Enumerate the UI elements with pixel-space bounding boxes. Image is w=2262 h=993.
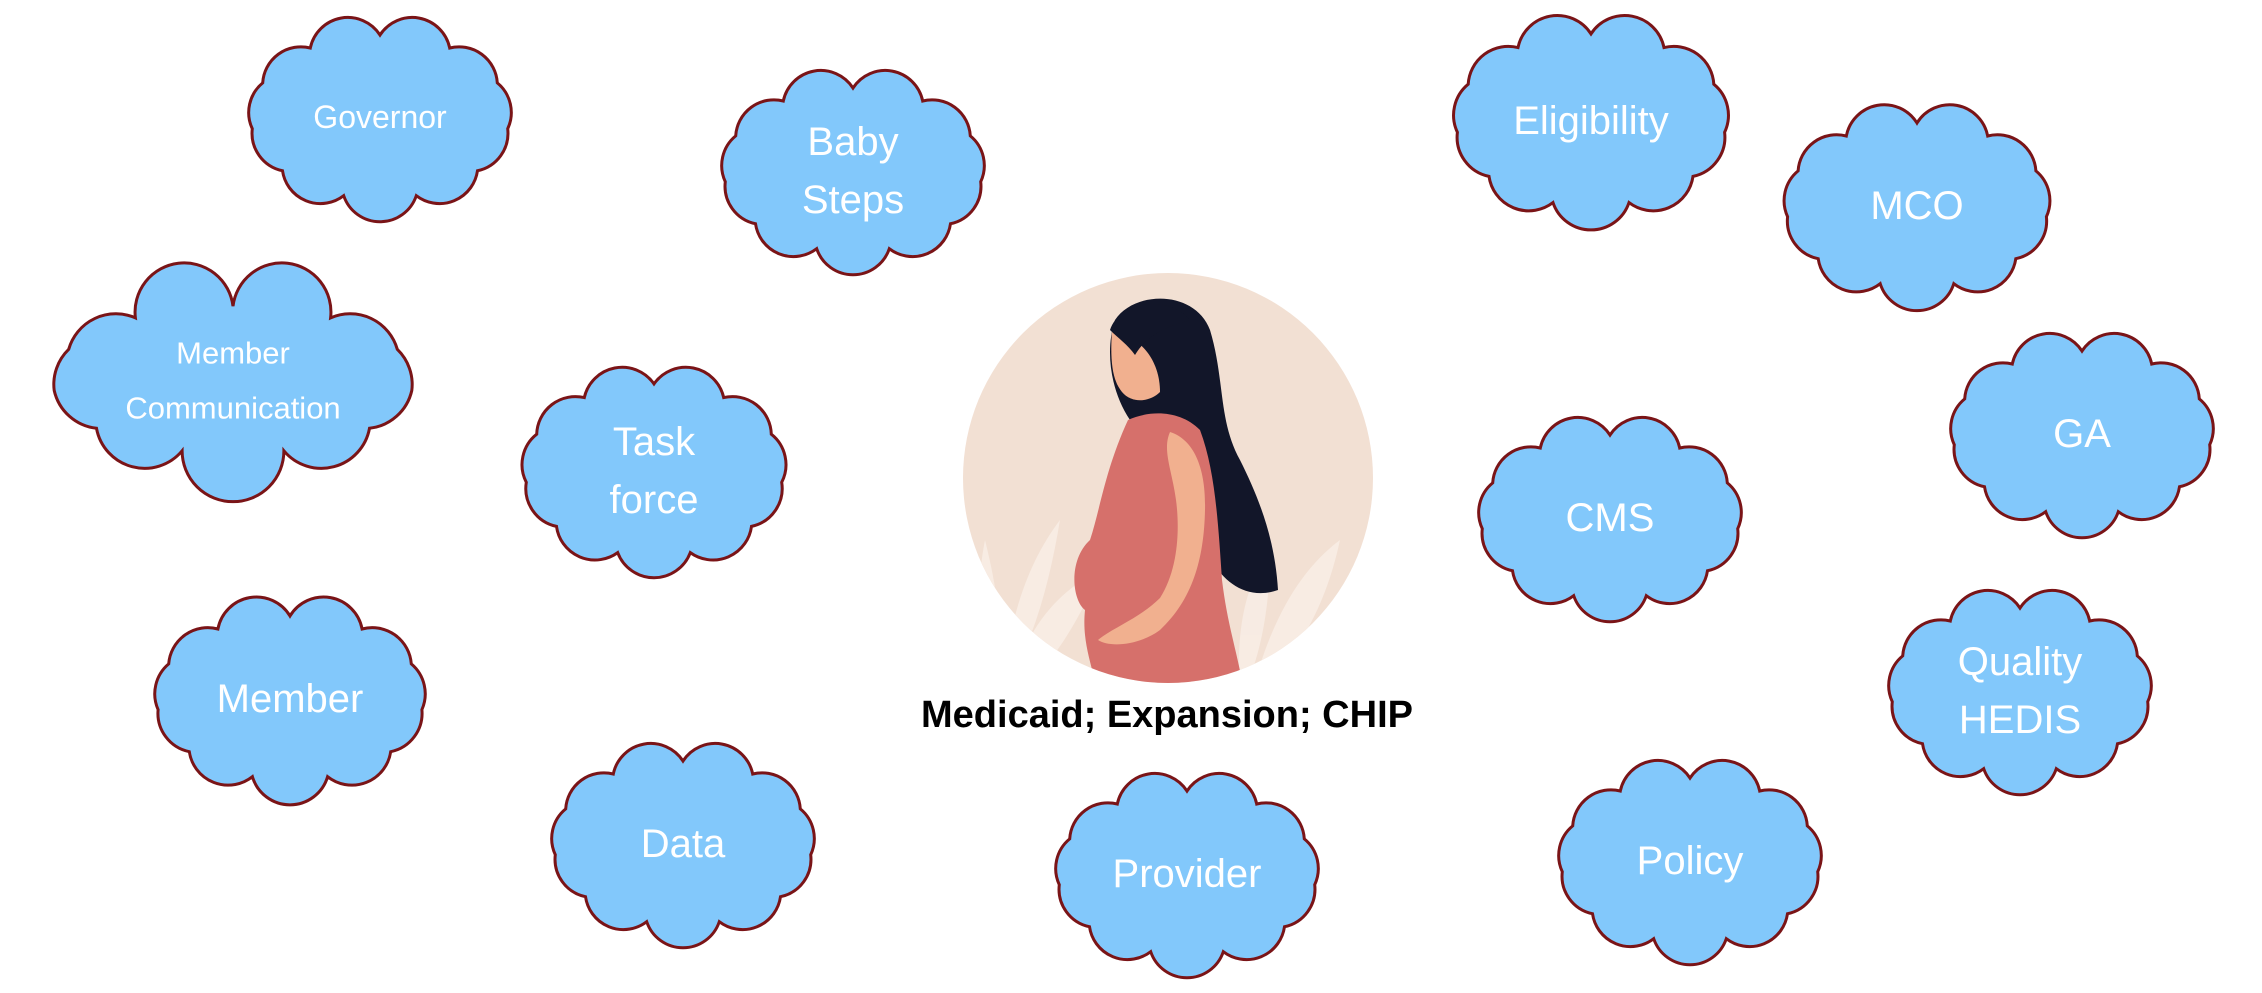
clouds-layer: GovernorBabyStepsEligibilityMCOMemberCom… (52, 14, 2215, 980)
cloud-label: Provider (1113, 852, 1262, 896)
face-shape (1111, 330, 1160, 401)
cloud-label: Communication (125, 390, 340, 425)
cloud-label: CMS (1566, 496, 1655, 540)
cloud-shape (1054, 772, 1320, 980)
diagram-caption: Medicaid; Expansion; CHIP (921, 694, 1413, 736)
cloud-shape (1477, 416, 1743, 624)
cloud-shape (247, 16, 513, 224)
cloud-provider: Provider (1054, 772, 1320, 980)
cloud-label: force (610, 478, 699, 522)
cloud-label: Data (641, 822, 726, 866)
cloud-label: Task (613, 420, 696, 464)
cloud-label: Steps (802, 178, 904, 222)
cloud-label: Quality (1958, 640, 2083, 684)
cloud-shape (550, 742, 816, 950)
cloud-mco: MCO (1782, 103, 2052, 313)
cloud-data: Data (550, 742, 816, 950)
cloud-label: Member (176, 335, 290, 370)
cloud-eligibility: Eligibility (1452, 14, 1730, 232)
cloud-cms: CMS (1477, 416, 1743, 624)
cloud-shape (1949, 332, 2215, 540)
arm-shape (1098, 432, 1206, 645)
cloud-shape (52, 261, 414, 504)
cloud-shape (720, 69, 986, 277)
cloud-shape (1887, 589, 2153, 797)
cloud-label: Policy (1637, 839, 1744, 883)
cloud-shape (520, 365, 788, 580)
cloud-ga: GA (1949, 332, 2215, 540)
cloud-shape (1782, 103, 2052, 313)
cloud-label: HEDIS (1959, 698, 2081, 742)
cloud-label: Governor (313, 99, 447, 135)
cloud-governor: Governor (247, 16, 513, 224)
cloud-shape (1452, 14, 1730, 232)
cloud-label: MCO (1870, 184, 1963, 228)
cloud-policy: Policy (1557, 759, 1823, 967)
hair-front (1110, 303, 1190, 355)
cloud-label: Baby (807, 120, 898, 164)
cloud-task-force: Task force (520, 365, 788, 580)
pregnant-woman-illustration (963, 273, 1373, 683)
cloud-member: Member (153, 595, 427, 807)
cloud-label: GA (2053, 412, 2111, 456)
cloud-shape (153, 595, 427, 807)
cloud-shape (1557, 759, 1823, 967)
cloud-label: Eligibility (1513, 99, 1669, 143)
cloud-label: Member (217, 677, 364, 721)
